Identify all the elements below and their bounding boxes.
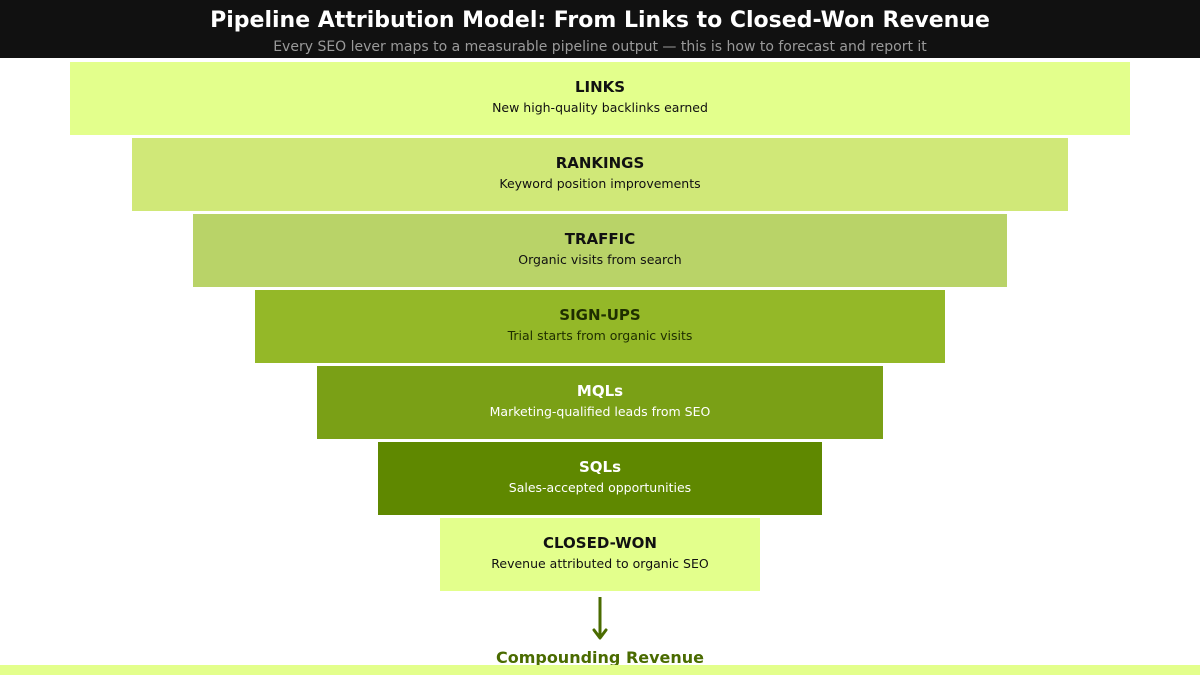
stage-label: SIGN-UPS [559,306,641,324]
stage-description: Revenue attributed to organic SEO [491,556,709,571]
page-subtitle: Every SEO lever maps to a measurable pip… [273,39,927,55]
bottom-accent-bar [0,665,1200,675]
stage-label: TRAFFIC [564,230,636,248]
stage-label: SQLs [578,458,622,476]
outcome-label: Compounding Revenue [495,648,705,667]
header-bar: Pipeline Attribution Model: From Links t… [0,0,1200,58]
stage-label: LINKS [574,78,626,96]
page-title: Pipeline Attribution Model: From Links t… [210,8,990,33]
funnel-stage-closed-won: CLOSED-WON Revenue attributed to organic… [440,518,760,591]
funnel-stage-mqls: MQLs Marketing-qualified leads from SEO [317,366,883,439]
funnel-stage-sqls: SQLs Sales-accepted opportunities [378,442,822,515]
stage-label: RANKINGS [555,154,645,172]
funnel-stage-traffic: TRAFFIC Organic visits from search [193,214,1007,287]
stage-description: Sales-accepted opportunities [508,480,692,495]
stage-description: Organic visits from search [518,252,682,267]
arrow-down-icon [592,597,608,640]
stage-description: Marketing-qualified leads from SEO [489,404,711,419]
stage-label: CLOSED-WON [543,534,657,552]
stage-description: Trial starts from organic visits [507,328,693,343]
funnel-stage-links: LINKS New high-quality backlinks earned [70,62,1130,135]
funnel-stage-sign-ups: SIGN-UPS Trial starts from organic visit… [255,290,945,363]
stage-description: New high-quality backlinks earned [492,100,708,115]
stage-label: MQLs [576,382,624,400]
funnel-stage-rankings: RANKINGS Keyword position improvements [132,138,1068,211]
stage-description: Keyword position improvements [499,176,701,191]
